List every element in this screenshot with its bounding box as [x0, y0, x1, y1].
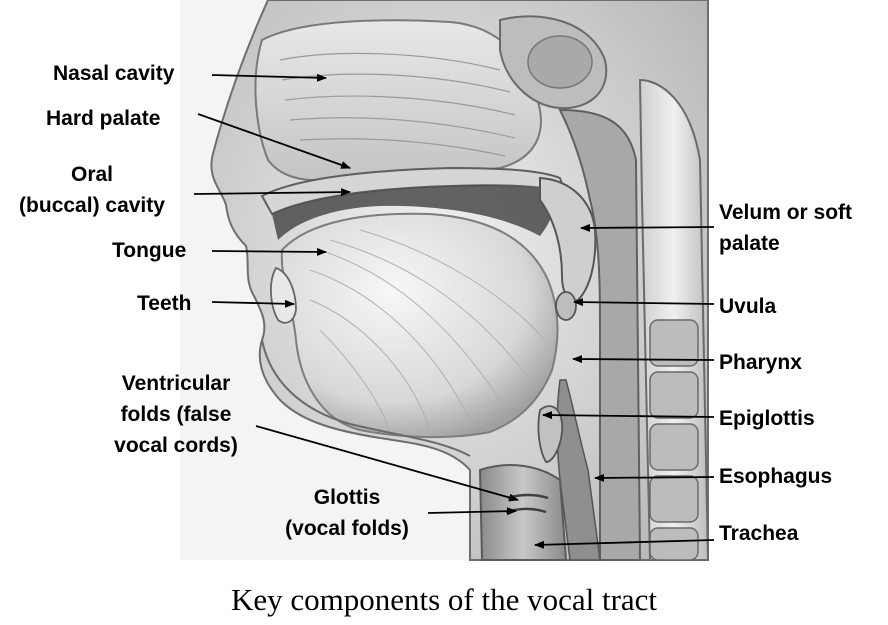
label-tongue: Tongue: [112, 239, 187, 262]
leader-arrows: [193, 73, 715, 549]
arrow-esophagus: [594, 473, 715, 482]
arrow-uvula: [573, 298, 715, 307]
label-pharynx: Pharynx: [719, 351, 802, 374]
uvula-shape: [555, 291, 577, 321]
arrow-hard-palate: [197, 113, 351, 169]
arrow-nasal-cavity: [211, 73, 327, 82]
tongue-shape: [280, 212, 559, 439]
tongue-muscle-fibers: [309, 229, 546, 433]
label-esophagus: Esophagus: [719, 465, 833, 488]
label-teeth: Teeth: [137, 292, 192, 315]
arrow-epiglottis: [542, 411, 715, 420]
pharynx-wall: [558, 108, 642, 561]
label-nasal-cavity: Nasal cavity: [53, 62, 175, 85]
label-epiglottis: Epiglottis: [719, 407, 815, 430]
arrow-teeth: [211, 299, 295, 308]
label-oral-cavity: Oral (buccal) cavity: [19, 163, 165, 217]
vertebrae: [649, 319, 699, 561]
label-ventricular-folds: Ventricular folds (false vocal cords): [114, 372, 238, 457]
figure-caption: Key components of the vocal tract: [230, 582, 658, 617]
nasal-cavity-shape: [254, 19, 542, 182]
arrow-glottis: [427, 507, 517, 516]
label-hard-palate: Hard palate: [46, 107, 161, 130]
arrow-oral-cavity: [193, 188, 351, 197]
arrow-ventricular-folds: [255, 425, 519, 502]
trachea-shape: [478, 464, 568, 561]
label-trachea: Trachea: [719, 522, 799, 545]
epiglottis-shape: [537, 405, 564, 463]
oral-cavity-shape: [272, 185, 560, 240]
sinus-inner: [527, 35, 593, 89]
arrow-trachea: [534, 539, 715, 549]
teeth-shape: [270, 266, 297, 324]
label-uvula: Uvula: [719, 295, 777, 318]
nasal-turbinate-lines: [279, 52, 516, 157]
arrow-pharynx: [572, 355, 715, 364]
arrow-velum: [580, 223, 715, 232]
label-glottis: Glottis (vocal folds): [285, 486, 409, 540]
jaw-line: [261, 339, 471, 457]
label-velum: Velum or soft palate: [719, 201, 853, 255]
arrow-tongue: [211, 247, 327, 256]
